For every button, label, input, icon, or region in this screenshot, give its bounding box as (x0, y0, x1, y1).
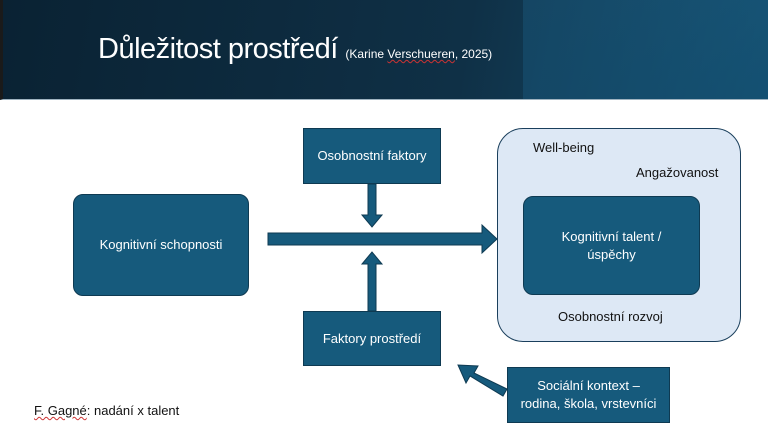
footer-text: : nadání x talent (86, 403, 180, 418)
slide-title: Důležitost prostředí (Karine Verschueren… (98, 33, 492, 66)
source-suffix: , 2025) (454, 47, 493, 61)
source-prefix: (Karine (345, 47, 388, 61)
cognitive-talent-line1: Kognitivní talent / (561, 228, 662, 244)
cognitive-abilities-label: Kognitivní schopnosti (99, 237, 223, 253)
personality-factors-label: Osobnostní faktory (317, 148, 427, 164)
environment-factors-label: Faktory prostředí (322, 330, 422, 346)
personality-development-label: Osobnostní rozvoj (558, 309, 663, 324)
cognitive-talent-box: Kognitivní talent / úspěchy (523, 196, 700, 295)
cognitive-talent-line2: úspěchy (587, 246, 636, 262)
slide-header: Důležitost prostředí (Karine Verschueren… (0, 0, 768, 100)
social-context-box: Sociální kontext – rodina, škola, vrstev… (507, 367, 670, 423)
footer-note: F. Gagné: nadání x talent (34, 403, 179, 418)
cognitive-abilities-box: Kognitivní schopnosti (73, 194, 249, 296)
up-arrow (360, 251, 384, 312)
footer-author: F. Gagné (34, 403, 87, 418)
personality-factors-box: Osobnostní faktory (303, 128, 441, 184)
environment-factors-box: Faktory prostředí (303, 311, 441, 366)
source-name: Verschueren (387, 47, 455, 61)
social-context-line1: Sociální kontext – (537, 378, 640, 394)
wellbeing-label: Well-being (533, 140, 595, 155)
engagement-label: Angažovanost (636, 165, 719, 180)
title-text: Důležitost prostředí (98, 33, 338, 65)
header-panel (523, 0, 768, 99)
diagonal-arrow (457, 364, 508, 397)
main-arrow (267, 223, 498, 255)
title-source: (Karine Verschueren, 2025) (345, 47, 492, 61)
social-context-line2: rodina, škola, vrstevníci (520, 396, 657, 411)
down-arrow (360, 183, 384, 228)
